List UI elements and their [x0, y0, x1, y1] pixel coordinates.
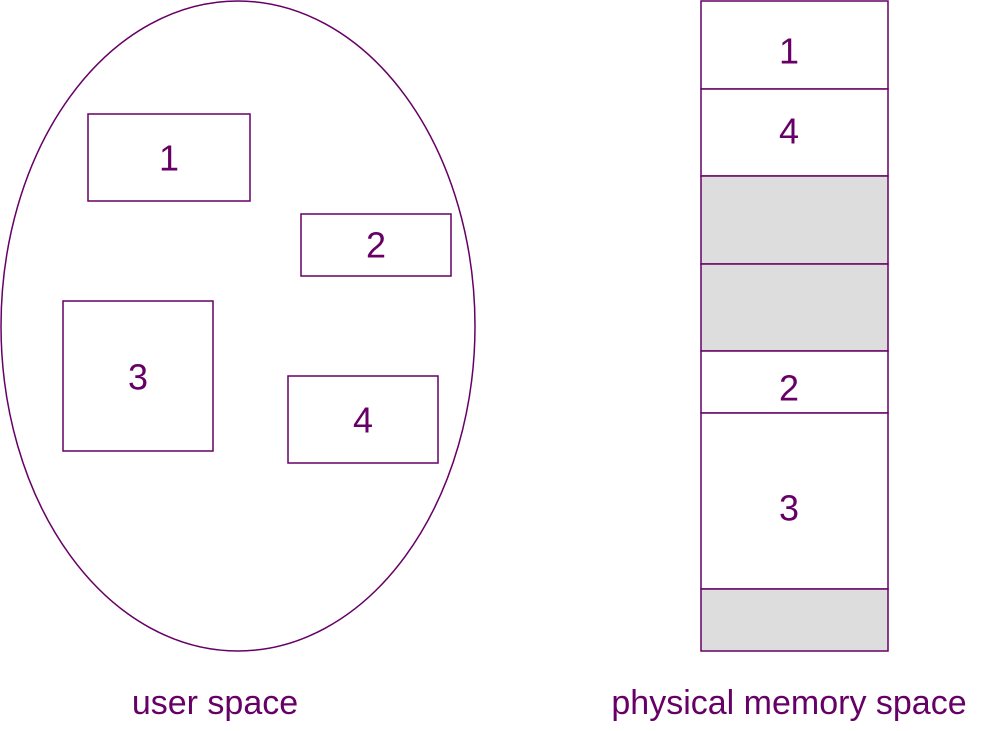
- physical-block-2: [700, 350, 889, 414]
- physical-block-3: [700, 412, 889, 590]
- user-segment-1-label: 1: [159, 138, 179, 179]
- physical-memory-caption: physical memory space: [611, 684, 966, 722]
- physical-free-block-a: [700, 175, 889, 265]
- user-segment-1-box: [87, 113, 251, 202]
- physical-block-2-label: 2: [779, 368, 799, 409]
- physical-memory-group: 1 4 2 3 physical memory space: [611, 0, 967, 722]
- user-segment-4-label: 4: [353, 400, 373, 441]
- physical-block-4: [700, 88, 889, 177]
- user-space-caption: user space: [132, 684, 298, 722]
- user-segment-3-label: 3: [128, 357, 148, 398]
- user-space-group: 1 2 3 4 user space: [0, 0, 476, 722]
- user-segment-2-label: 2: [366, 225, 386, 266]
- user-segment-2-box: [300, 213, 452, 277]
- physical-block-1-label: 1: [779, 31, 799, 72]
- user-segment-4-box: [287, 375, 439, 464]
- physical-block-3-label: 3: [779, 488, 799, 529]
- user-space-ellipse: [0, 0, 476, 652]
- physical-free-block-b: [700, 263, 889, 352]
- physical-free-block-c: [700, 588, 889, 652]
- physical-block-4-label: 4: [779, 111, 799, 152]
- user-segment-3-box: [62, 300, 214, 452]
